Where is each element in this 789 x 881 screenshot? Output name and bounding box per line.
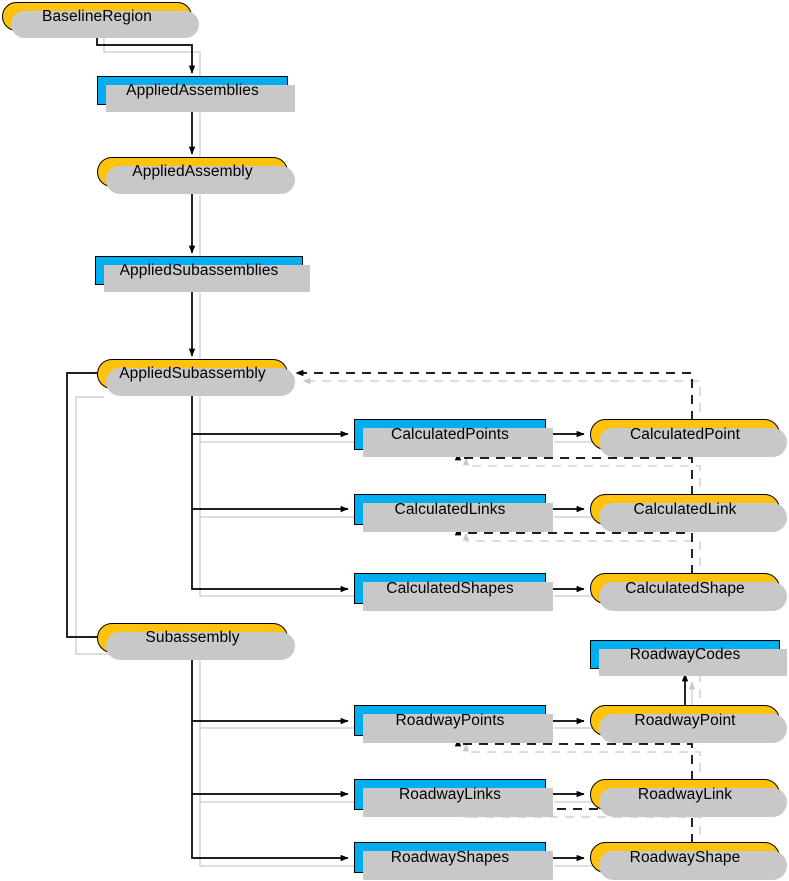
node-label: CalculatedPoint: [629, 425, 741, 443]
node-calculated-shapes[interactable]: CalculatedShapes: [354, 573, 553, 611]
ghost-edge-dashed: [462, 457, 701, 503]
node-shadow: [106, 632, 295, 660]
node-shadow: [363, 428, 553, 457]
node-roadway-point[interactable]: RoadwayPoint: [590, 705, 787, 743]
node-shadow: [363, 714, 553, 743]
node-shadow: [599, 788, 787, 817]
node-label: RoadwayShape: [629, 848, 741, 866]
node-applied-assembly[interactable]: AppliedAssembly: [97, 157, 295, 194]
node-calculated-link[interactable]: CalculatedLink: [590, 494, 787, 532]
node-shadow: [104, 265, 310, 292]
node-label: AppliedSubassemblies: [119, 261, 279, 279]
node-applied-subassemblies[interactable]: AppliedSubassemblies: [95, 256, 310, 292]
node-label: RoadwayCodes: [629, 645, 741, 663]
node-label: AppliedAssembly: [132, 163, 253, 181]
ghost-edge: [199, 661, 362, 867]
node-shadow: [363, 582, 553, 611]
node-shadow: [106, 166, 295, 194]
ghost-edge-dashed: [462, 743, 701, 788]
edge-subassembly-roadwayshapes: [191, 653, 349, 862]
node-roadway-links[interactable]: RoadwayLinks: [354, 779, 553, 817]
edge-appliedsubassembly-calculatedshapes: [191, 389, 349, 593]
edge-calculatedlink-calculatedpoints: [454, 452, 693, 495]
node-applied-assemblies[interactable]: AppliedAssemblies: [97, 76, 295, 112]
node-label: RoadwayShapes: [390, 848, 510, 866]
node-shadow: [106, 85, 295, 112]
node-roadway-points[interactable]: RoadwayPoints: [354, 705, 553, 743]
node-calculated-shape[interactable]: CalculatedShape: [590, 573, 787, 611]
ghost-edge: [75, 396, 113, 655]
node-shadow: [599, 428, 787, 457]
node-roadway-shapes[interactable]: RoadwayShapes: [354, 842, 553, 880]
node-shadow: [599, 714, 787, 743]
node-label: AppliedAssemblies: [126, 81, 259, 99]
node-shadow: [599, 851, 787, 880]
node-label: CalculatedShapes: [386, 579, 514, 597]
edge-roadwaylink-roadwaypoints: [454, 738, 693, 780]
node-label: AppliedSubassembly: [119, 365, 266, 383]
node-calculated-links[interactable]: CalculatedLinks: [354, 494, 553, 532]
edge-baselineregion-appliedassemblies: [96, 31, 196, 74]
edge-roadwayshape-roadwaylinks: [454, 803, 693, 843]
node-shadow: [363, 851, 553, 880]
node-shadow: [363, 788, 553, 817]
node-roadway-shape[interactable]: RoadwayShape: [590, 842, 787, 880]
node-label: CalculatedLinks: [394, 500, 506, 518]
node-roadway-codes[interactable]: RoadwayCodes: [590, 640, 787, 676]
node-calculated-points[interactable]: CalculatedPoints: [354, 419, 553, 457]
node-label: CalculatedLink: [633, 500, 737, 518]
node-applied-subassembly[interactable]: AppliedSubassembly: [97, 359, 295, 396]
ghost-edge: [199, 397, 362, 597]
node-label: CalculatedPoints: [391, 425, 509, 443]
edge-calculatedshape-calculatedlinks: [454, 527, 693, 574]
node-label: BaselineRegion: [42, 7, 152, 25]
ghost-edge-dashed: [462, 532, 701, 582]
node-label: CalculatedShape: [625, 579, 745, 597]
node-shadow: [599, 503, 787, 532]
node-shadow: [363, 503, 553, 532]
edge-appliedsubassembly-subassembly: [66, 372, 107, 641]
node-roadway-link[interactable]: RoadwayLink: [590, 779, 787, 817]
node-subassembly[interactable]: Subassembly: [97, 623, 295, 660]
node-label: RoadwayPoint: [634, 711, 736, 729]
node-label: Subassembly: [145, 629, 240, 647]
node-label: RoadwayPoints: [395, 711, 505, 729]
node-label: RoadwayLink: [637, 785, 733, 803]
ghost-edge-dashed: [302, 377, 701, 428]
node-shadow: [11, 11, 199, 38]
edge-calculatedpoint-appliedsubassembly: [295, 369, 693, 420]
node-label: RoadwayLinks: [398, 785, 501, 803]
ghost-edge-dashed: [462, 809, 701, 851]
node-shadow: [106, 368, 295, 396]
node-shadow: [599, 582, 787, 611]
node-shadow: [599, 649, 787, 676]
node-baseline-region[interactable]: BaselineRegion: [2, 2, 199, 38]
node-calculated-point[interactable]: CalculatedPoint: [590, 419, 787, 457]
